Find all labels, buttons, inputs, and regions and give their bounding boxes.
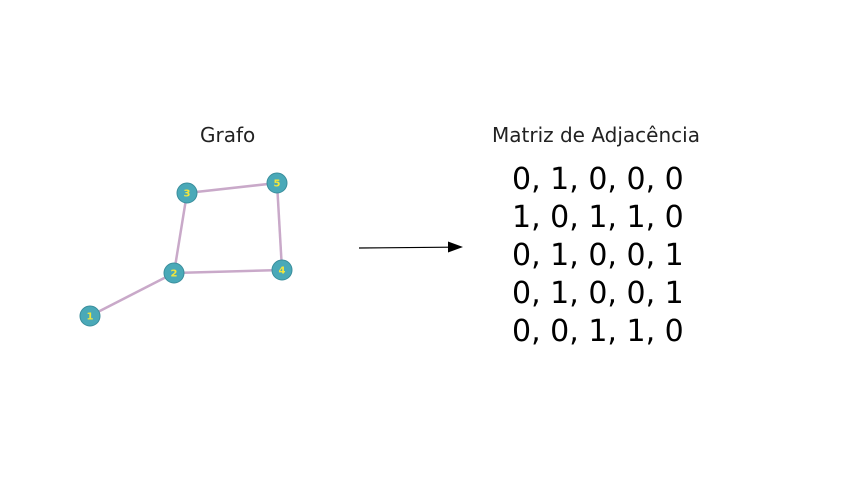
transform-arrow <box>358 241 463 253</box>
graph-edge-3-5 <box>186 181 278 195</box>
graph-node-5: 5 <box>266 172 288 194</box>
graph-node-label: 4 <box>279 266 286 277</box>
matrix-row: 0, 1, 0, 0, 1 <box>512 238 684 273</box>
graph-edge-2-4 <box>173 268 283 275</box>
graph-node-circle <box>266 172 288 194</box>
graph-nodes: 1 2 3 4 5 <box>79 172 293 327</box>
graph-node-label: 2 <box>171 269 178 280</box>
matrix-row: 0, 1, 0, 0, 0 <box>512 162 684 197</box>
graph-node-2: 2 <box>163 262 185 284</box>
matrix-row: 1, 0, 1, 1, 0 <box>512 200 684 235</box>
graph-node-1: 1 <box>79 305 101 327</box>
graph-node-circle <box>79 305 101 327</box>
graph-edge-1-2 <box>89 271 175 318</box>
graph-edge-4-5 <box>275 182 284 271</box>
graph-edge-2-3 <box>172 192 189 274</box>
matrix-row: 0, 1, 0, 0, 1 <box>512 276 684 311</box>
matrix-title: Matriz de Adjacência <box>492 123 700 147</box>
graph-node-label: 3 <box>184 189 191 200</box>
graph-node-3: 3 <box>176 182 198 204</box>
matrix-row: 0, 0, 1, 1, 0 <box>512 314 684 349</box>
arrow-head-icon <box>448 241 463 253</box>
graph-node-circle <box>176 182 198 204</box>
graph-node-label: 1 <box>87 312 94 323</box>
arrow-shaft <box>358 246 451 249</box>
graph-node-label: 5 <box>274 179 281 190</box>
graph-node-4: 4 <box>271 259 293 281</box>
graph-node-circle <box>271 259 293 281</box>
adjacency-matrix: 0, 1, 0, 0, 0 1, 0, 1, 1, 0 0, 1, 0, 0, … <box>512 161 684 351</box>
graph-title: Grafo <box>200 123 256 147</box>
graph-node-circle <box>163 262 185 284</box>
graph-edges <box>89 181 284 318</box>
